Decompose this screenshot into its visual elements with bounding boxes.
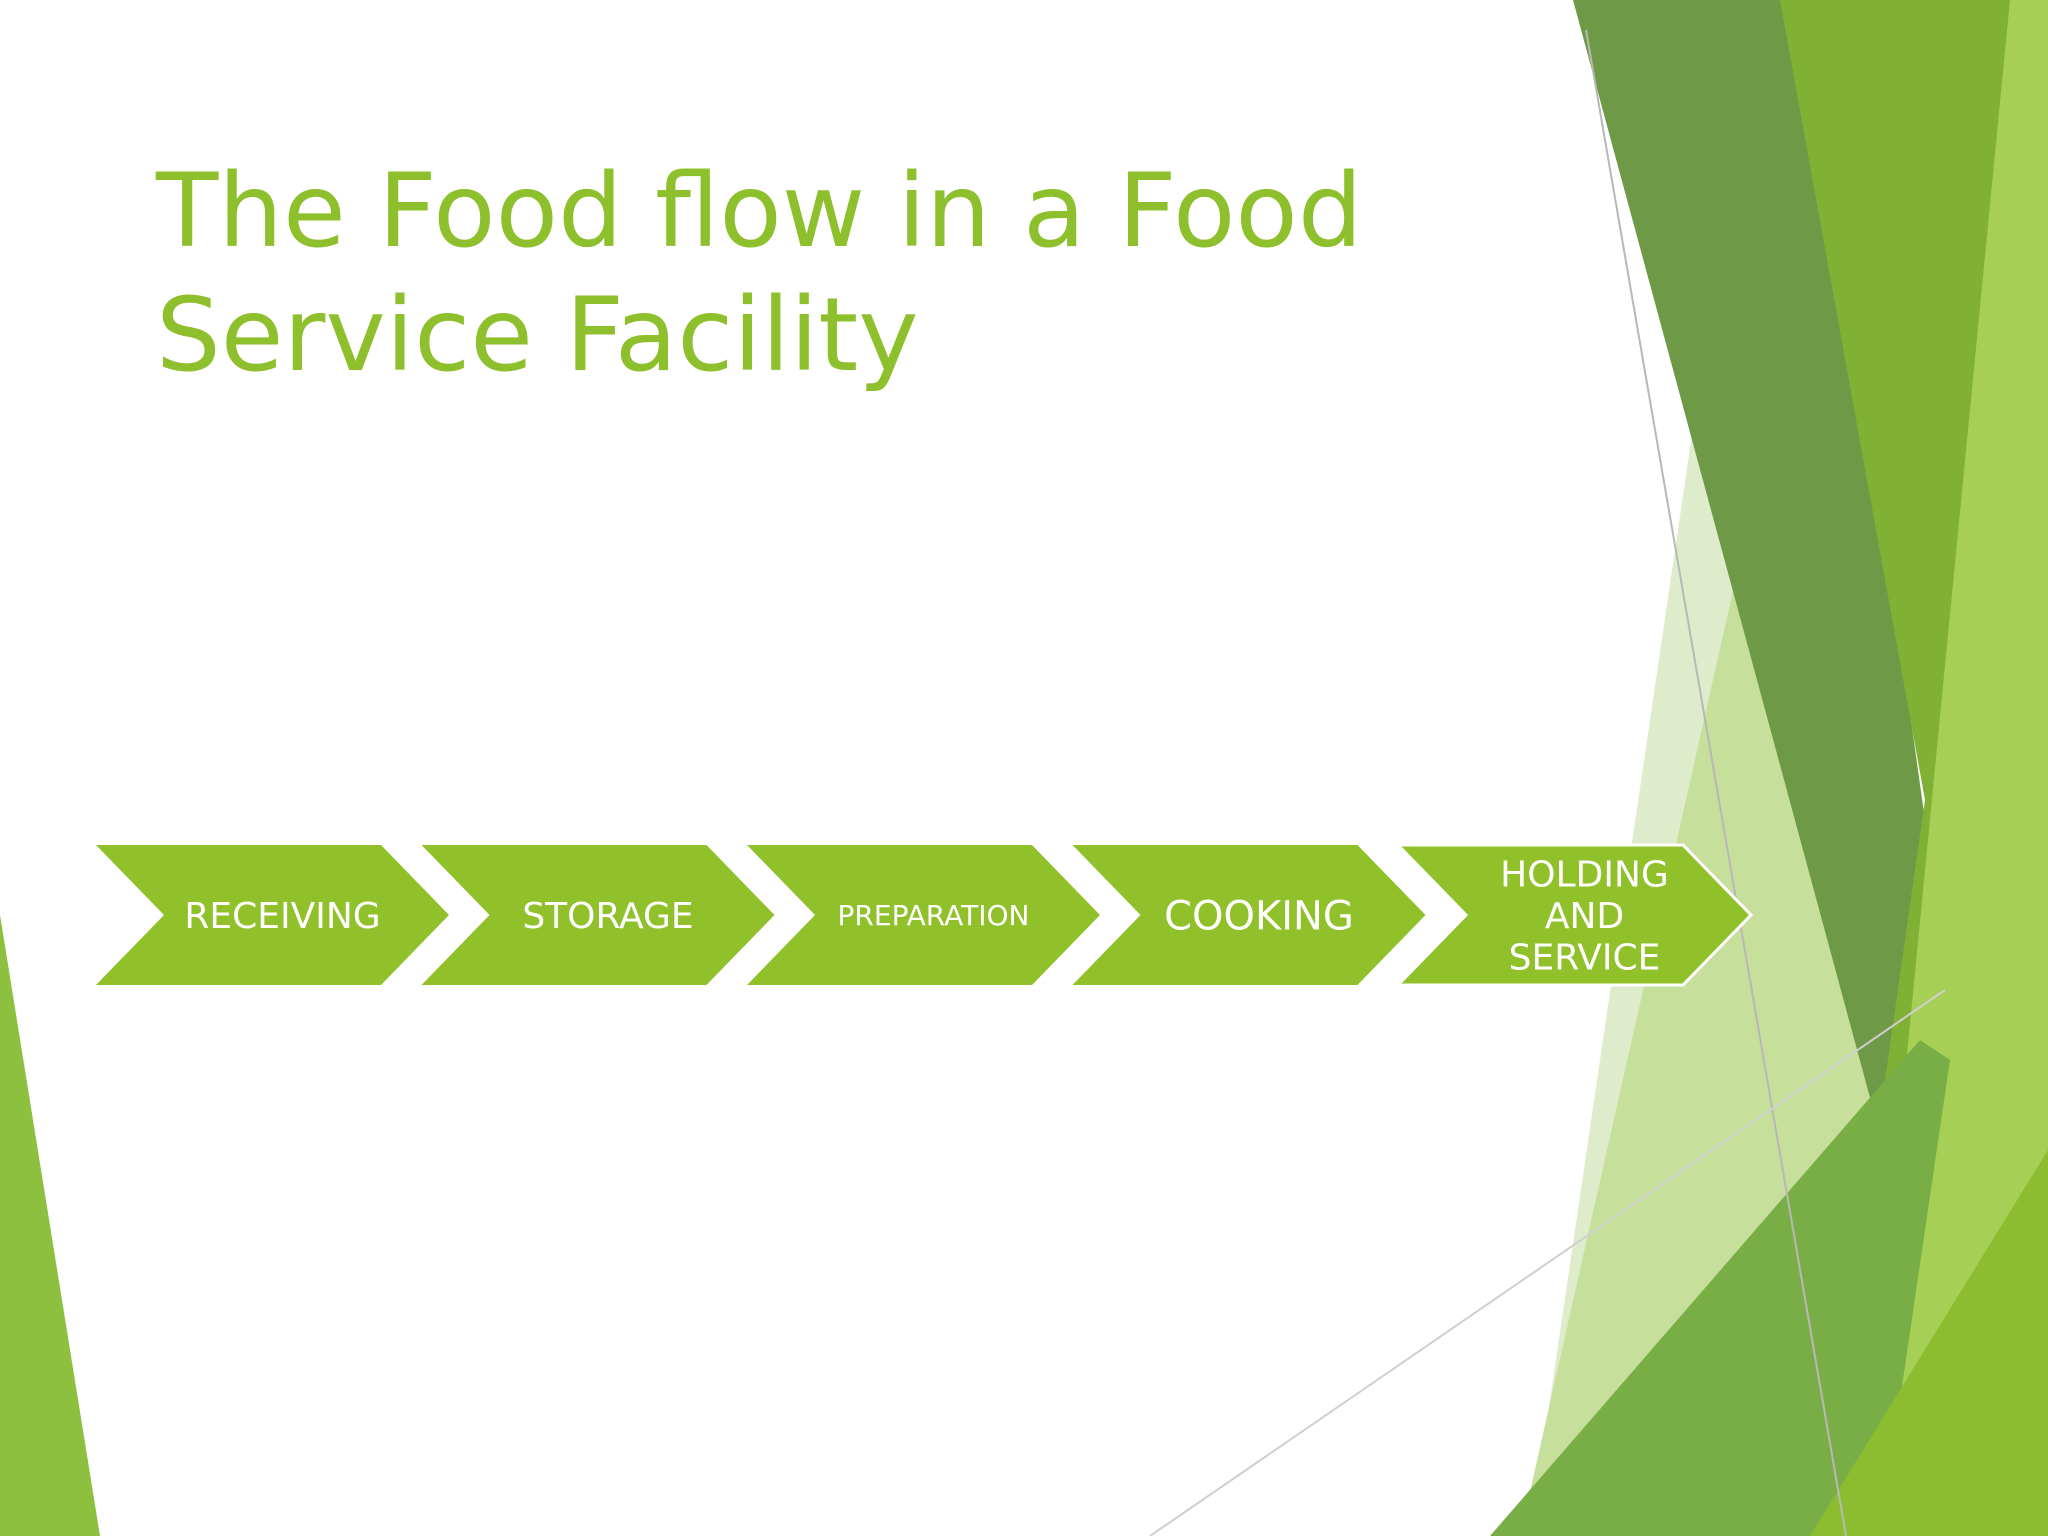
right-lower-bright-pane — [1810, 1150, 2048, 1536]
chevron-step-label: HOLDING — [1500, 855, 1669, 896]
chevron-step-label: COOKING — [1164, 893, 1354, 939]
chevron-shape — [96, 845, 449, 985]
chevron-step-1: RECEIVING — [96, 845, 449, 985]
thin-accent-line-diagonal — [1149, 989, 1946, 1536]
thin-accent-line-vertical — [1585, 29, 1847, 1536]
slide-title-line-1: The Food flow in a Food — [156, 152, 1363, 271]
chevron-step-4: COOKING — [1072, 845, 1426, 985]
chevron-step-label: SERVICE — [1509, 937, 1661, 978]
chevron-step-label: AND — [1545, 896, 1624, 937]
slide-title-line-2: Service Facility — [156, 276, 919, 395]
chevron-shape — [1394, 843, 1754, 987]
chevron-shape — [421, 845, 775, 985]
right-lower-mid-pane — [1490, 1040, 1950, 1536]
left-green-sliver — [0, 915, 100, 1536]
chevron-step-label: STORAGE — [522, 896, 693, 937]
chevron-step-3: PREPARATION — [747, 845, 1100, 985]
chevron-step-2: STORAGE — [421, 845, 775, 985]
chevron-step-label: RECEIVING — [184, 896, 380, 937]
chevron-step-label: PREPARATION — [838, 899, 1030, 932]
slide-title: The Food flow in a Food Service Facility — [156, 150, 1363, 398]
chevron-shape — [747, 845, 1100, 985]
chevron-shape — [1072, 845, 1426, 985]
